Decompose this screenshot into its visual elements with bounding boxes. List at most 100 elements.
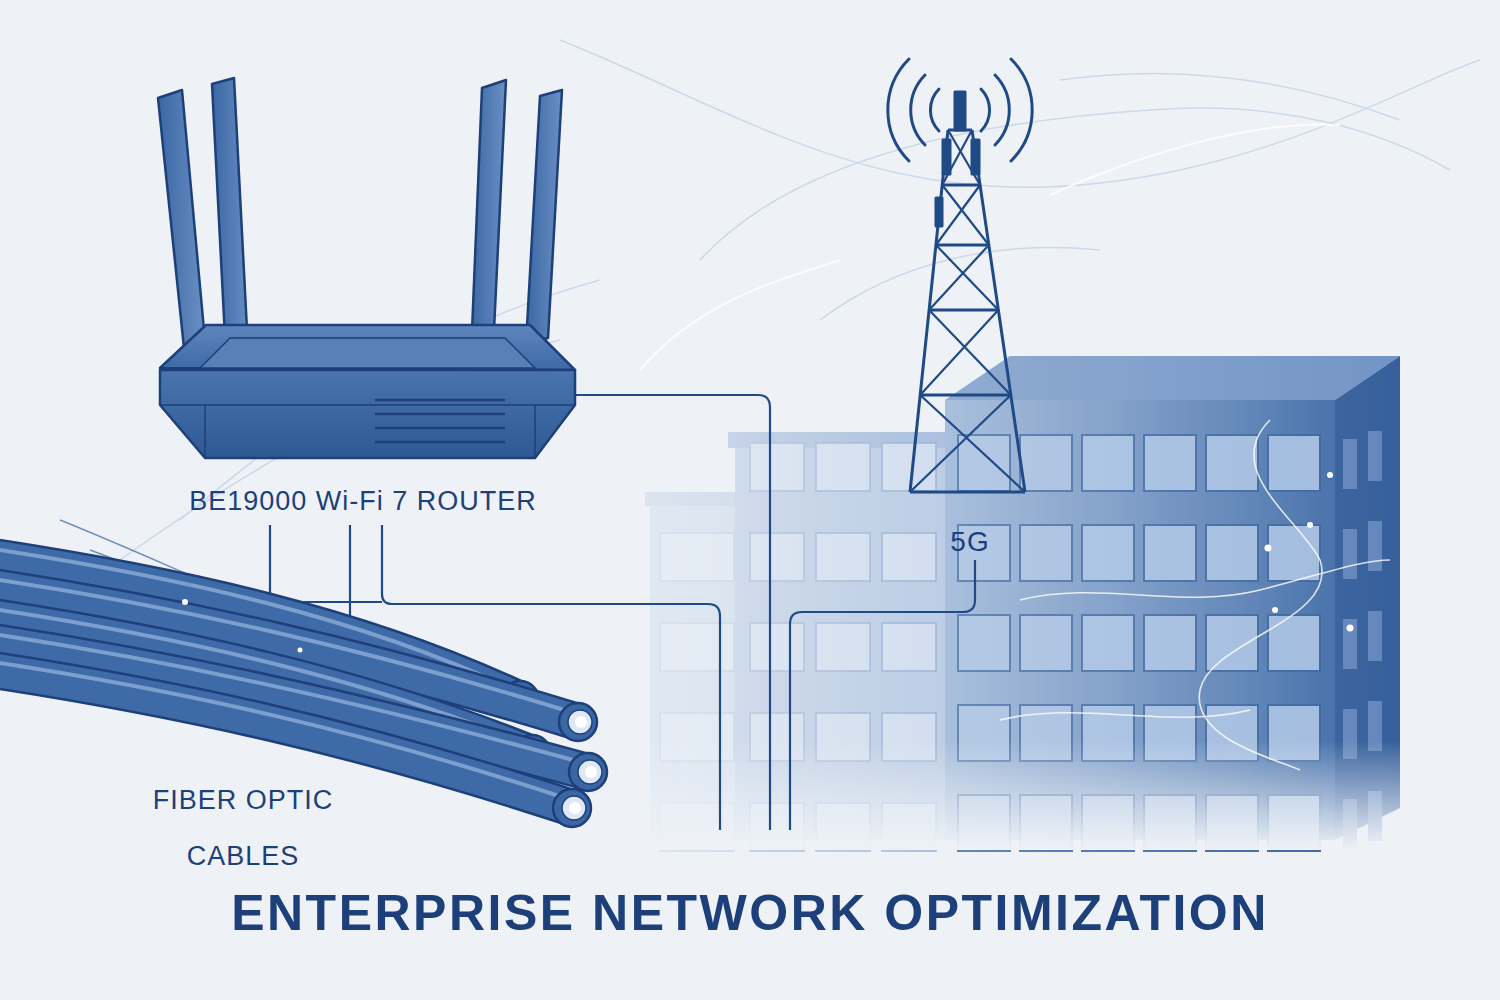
- cell-tower-part: [910, 395, 1011, 492]
- network-wire-part: [350, 601, 382, 603]
- data-dot-part: [1307, 522, 1313, 528]
- wifi-router-part: [200, 338, 535, 368]
- window-grid-part: [882, 533, 936, 581]
- cell-tower-part: [936, 198, 942, 226]
- data-dot-part: [1272, 607, 1278, 613]
- cell-tower-part: [910, 491, 1025, 494]
- data-dot: [1265, 472, 1354, 632]
- window-grid-part: [1144, 525, 1196, 581]
- wifi-router-part: [160, 404, 575, 406]
- fiber-cable-part: [0, 640, 588, 772]
- window-grid-part: [1144, 615, 1196, 671]
- office-building-part: [645, 492, 750, 506]
- wifi-router-part: [160, 370, 575, 458]
- network-wire-part: [790, 560, 975, 830]
- fiber-cable-part: [562, 796, 586, 820]
- wifi-router-part: [375, 399, 505, 402]
- radio-wave-part: [995, 75, 1009, 145]
- wifi-router-part: [526, 90, 562, 344]
- fiber-cable-part: [575, 716, 587, 728]
- cell-tower-part: [920, 395, 1025, 492]
- wifi-router-part: [375, 441, 505, 444]
- window-grid-part: [1082, 435, 1134, 491]
- cell-tower: [910, 92, 1025, 492]
- office-building-part: [945, 356, 1400, 400]
- fiber-cable-part: [182, 599, 188, 605]
- window-grid-part: [1206, 525, 1258, 581]
- window-grid-part: [1020, 525, 1072, 581]
- window-grid-part: [750, 623, 804, 671]
- data-glow: [1000, 420, 1390, 770]
- fiber-cable-part: [553, 789, 591, 827]
- cell-tower-part: [942, 184, 980, 187]
- radio-wave-part: [930, 89, 939, 131]
- wifi-router-part: [375, 427, 505, 430]
- fiber-cable-part: [0, 660, 568, 799]
- fiber-cable-part: [568, 710, 592, 734]
- light-streak-part: [640, 260, 840, 370]
- cell-tower-part: [920, 310, 998, 395]
- fiber-cable-part: [585, 766, 597, 778]
- wifi-router-part: [160, 325, 575, 370]
- window-grid-part: [1268, 525, 1320, 581]
- network-wire-part: [270, 525, 350, 602]
- radio-wave-part: [888, 59, 909, 161]
- window-grid-part: [1343, 529, 1357, 579]
- window-grid-part: [1368, 431, 1382, 481]
- cell-tower-part: [948, 130, 980, 185]
- window-grid-part: [660, 623, 734, 671]
- wifi-router-part: [158, 90, 204, 348]
- window-grid-part: [1343, 619, 1357, 669]
- window-grid-part: [816, 533, 870, 581]
- background-swoosh-part: [820, 248, 1100, 320]
- background-swoosh-part: [1060, 74, 1400, 120]
- wifi-router-part: [375, 413, 505, 416]
- cell-tower-part: [942, 130, 972, 185]
- fiber-cable-part: [578, 760, 602, 784]
- radio-wave-part: [911, 75, 925, 145]
- window-grid-part: [750, 533, 804, 581]
- background-swoosh-part: [700, 108, 1450, 260]
- cell-tower-part: [929, 309, 998, 312]
- window-grid-part: [882, 623, 936, 671]
- window-grid-part: [1144, 435, 1196, 491]
- window-grid-part: [1206, 435, 1258, 491]
- window-grid-part: [1368, 521, 1382, 571]
- window-grid-part: [1082, 525, 1134, 581]
- wifi-router-part: [534, 405, 536, 458]
- window-grid-part: [1268, 615, 1320, 671]
- cell-tower-part: [936, 244, 989, 247]
- window-grid-part: [1343, 439, 1357, 489]
- cell-tower-part: [920, 394, 1011, 397]
- ground-fade: [600, 740, 1450, 850]
- radio-wave-part: [981, 89, 990, 131]
- data-dot-part: [1327, 472, 1333, 478]
- diagram-title: ENTERPRISE NETWORK OPTIMIZATION: [0, 882, 1500, 944]
- fiber-cable-part: [0, 640, 588, 772]
- wifi-router: [158, 78, 575, 458]
- window-grid-part: [816, 623, 870, 671]
- window-grid-part: [958, 615, 1010, 671]
- cell-tower-part: [972, 140, 979, 174]
- cell-tower-part: [943, 140, 950, 174]
- light-streak-part: [1050, 124, 1340, 195]
- cell-tower-part: [936, 245, 998, 310]
- window-grid-part: [882, 443, 936, 491]
- fiber-cable-part: [569, 753, 607, 791]
- data-glow-part: [1000, 710, 1250, 720]
- cell-tower-part: [942, 185, 989, 245]
- window-grid-part: [1082, 615, 1134, 671]
- background-swoosh: [120, 40, 1480, 560]
- data-dot-part: [1347, 625, 1354, 632]
- fiber-cable-part: [298, 648, 303, 653]
- cable-label: FIBER OPTIC CABLES: [148, 772, 338, 884]
- cell-tower-part: [936, 185, 980, 245]
- data-dot-part: [1265, 545, 1272, 552]
- data-glow-part: [1199, 420, 1322, 770]
- window-grid-part: [1368, 611, 1382, 661]
- fiber-cable-part: [559, 703, 597, 741]
- cell-tower-part: [955, 92, 965, 130]
- cell-tower-part: [929, 310, 1011, 395]
- window-grid-part: [750, 443, 804, 491]
